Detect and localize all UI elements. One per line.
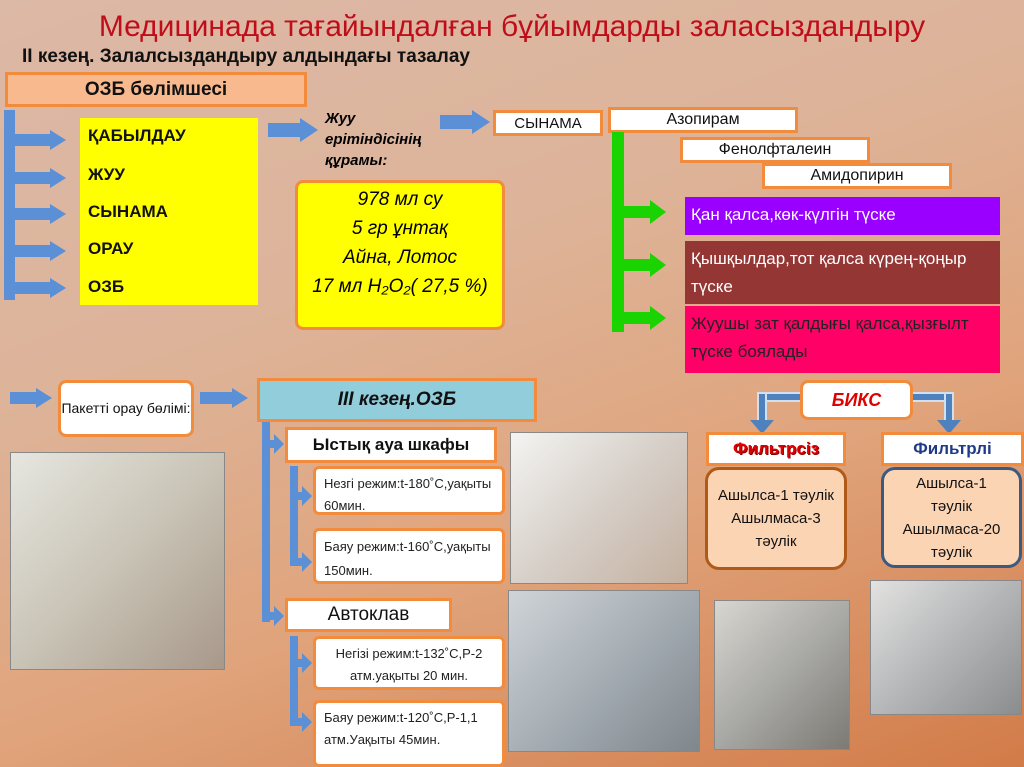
autoclave-slow-mode: Баяу режим:t-120˚С,P-1,1 атм.Уақыты 45ми… xyxy=(313,700,505,767)
filter-label: Фильтрлі xyxy=(881,432,1024,466)
arrow-right-icon xyxy=(200,392,232,404)
filter-box: Ашылса-1 тәулік Ашылмаса-20 тәулік xyxy=(881,467,1022,568)
hot-air-oven-photo xyxy=(510,432,688,584)
result-rust: Қышқылдар,тот қалса күрең-қоңыр түске xyxy=(685,241,1000,304)
arrow-right-icon xyxy=(268,123,300,137)
autoclave-box: Автоклав xyxy=(285,598,452,632)
solution-line: 5 гр ұнтақ xyxy=(351,218,449,239)
step-test: СЫНАМА xyxy=(88,202,168,221)
step-sterilize: ОЗБ xyxy=(88,277,125,296)
tree-line xyxy=(4,110,15,300)
solution-line: Айна, Лотос xyxy=(342,247,458,268)
solution-line: 17 мл H₂O₂( 27,5 %) xyxy=(312,276,488,297)
hot-air-oven-box: Ыстық ауа шкафы xyxy=(285,427,497,463)
packing-box: Пакетті орау бөлімі: xyxy=(58,380,194,437)
test-box: СЫНАМА xyxy=(493,110,603,136)
reagent-amidopyrine: Амидопирин xyxy=(762,163,952,189)
reagent-azopyram: Азопирам xyxy=(608,107,798,133)
step-receive: ҚАБЫЛДАУ xyxy=(88,126,186,145)
no-filter-label: Фильтрсіз xyxy=(706,432,846,466)
autoclave-photo xyxy=(508,590,700,752)
biks-box: БИКС xyxy=(800,380,913,420)
no-filter-box: Ашылса-1 тәулік Ашылмаса-3 тәулік xyxy=(705,467,847,570)
department-box: ОЗБ бөлімшесі xyxy=(5,72,307,107)
solution-label: Жуу ерітіндісінің құрамы: xyxy=(325,110,422,169)
stage3-box: III кезең.ОЗБ xyxy=(257,378,537,422)
arrow-right-icon xyxy=(440,115,472,129)
packing-photo xyxy=(10,452,225,670)
result-blood: Қан қалса,көк-күлгін түске xyxy=(685,197,1000,235)
steps-panel xyxy=(80,118,258,305)
reagent-phenolphthalein: Фенолфталеин xyxy=(680,137,870,163)
slide-title: Медицинада тағайындалған бұйымдарды зала… xyxy=(98,10,926,43)
arrow-right-icon xyxy=(10,392,36,404)
result-detergent: Жуушы зат қалдығы қалса,қызғылт түске бо… xyxy=(685,306,1000,373)
step-wrap: ОРАУ xyxy=(88,239,134,258)
stage2-subtitle: II кезең. Залалсыздандыру алдындағы таза… xyxy=(22,46,470,67)
solution-line: 978 мл су xyxy=(357,189,443,210)
biks-open-photo xyxy=(714,600,850,750)
step-wash: ЖУУ xyxy=(88,165,125,184)
hot-air-main-mode: Незгі режим:t-180˚С,уақыты 60мин. xyxy=(313,466,505,515)
solution-box: 978 мл су 5 гр ұнтақ Айна, Лотос 17 мл H… xyxy=(295,180,505,330)
biks-closed-photo xyxy=(870,580,1022,715)
autoclave-main-mode: Негізі режим:t-132˚С,P-2 атм.уақыты 20 м… xyxy=(313,636,505,690)
hot-air-slow-mode: Баяу режим:t-160˚С,уақыты 150мин. xyxy=(313,528,505,584)
